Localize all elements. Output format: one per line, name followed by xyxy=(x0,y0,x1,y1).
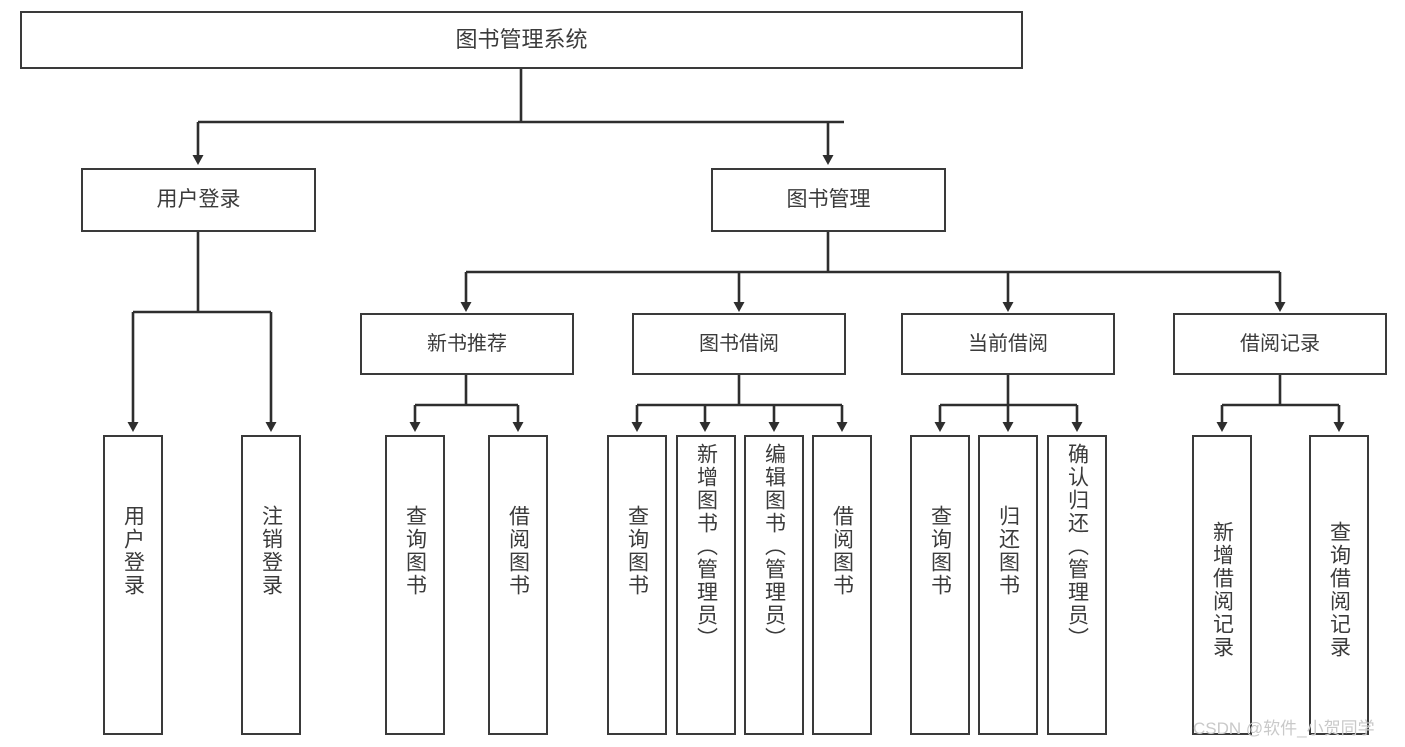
node-new-book-recommend[interactable]: 新书推荐 xyxy=(360,313,574,375)
node-book-borrow[interactable]: 图书借阅 xyxy=(632,313,846,375)
node-borrow-record[interactable]: 借阅记录 xyxy=(1173,313,1387,375)
node-current-borrow[interactable]: 当前借阅 xyxy=(901,313,1115,375)
leaf-user-login-logout[interactable]: 注销登录 xyxy=(241,435,301,735)
leaf-user-login-login[interactable]: 用户登录 xyxy=(103,435,163,735)
node-book-manage[interactable]: 图书管理 xyxy=(711,168,946,232)
leaf-book-borrow-borrow[interactable]: 借阅图书 xyxy=(812,435,872,735)
node-new-book-recommend-label: 新书推荐 xyxy=(427,332,507,355)
node-user-login[interactable]: 用户登录 xyxy=(81,168,316,232)
node-user-login-label: 用户登录 xyxy=(156,188,241,212)
node-borrow-record-label: 借阅记录 xyxy=(1240,332,1320,355)
leaf-book-borrow-query[interactable]: 查询图书 xyxy=(607,435,667,735)
leaf-new-book-query-label: 查询图书 xyxy=(403,505,427,597)
leaf-user-login-login-label: 用户登录 xyxy=(121,505,145,597)
leaf-book-borrow-edit[interactable]: 编辑图书（管理员） xyxy=(744,435,804,735)
node-root-system-label: 图书管理系统 xyxy=(455,26,588,52)
csdn-watermark: CSDN @软件_小贺同学 xyxy=(1193,719,1375,738)
leaf-book-borrow-query-label: 查询图书 xyxy=(625,505,649,597)
leaf-new-book-borrow-label: 借阅图书 xyxy=(506,505,530,597)
leaf-book-borrow-add-label: 新增图书（管理员） xyxy=(694,443,718,650)
leaf-current-borrow-confirm[interactable]: 确认归还（管理员） xyxy=(1047,435,1107,735)
leaf-new-book-query[interactable]: 查询图书 xyxy=(385,435,445,735)
leaf-borrow-record-add[interactable]: 新增借阅记录 xyxy=(1192,435,1252,735)
node-root-system[interactable]: 图书管理系统 xyxy=(20,11,1023,69)
leaf-borrow-record-query-label: 查询借阅记录 xyxy=(1327,521,1351,659)
leaf-book-borrow-add[interactable]: 新增图书（管理员） xyxy=(676,435,736,735)
leaf-current-borrow-return[interactable]: 归还图书 xyxy=(978,435,1038,735)
node-current-borrow-label: 当前借阅 xyxy=(968,332,1048,355)
leaf-current-borrow-return-label: 归还图书 xyxy=(996,505,1020,597)
leaf-book-borrow-edit-label: 编辑图书（管理员） xyxy=(762,443,786,650)
leaf-current-borrow-confirm-label: 确认归还（管理员） xyxy=(1065,443,1089,650)
node-book-manage-label: 图书管理 xyxy=(786,188,871,212)
leaf-book-borrow-borrow-label: 借阅图书 xyxy=(830,505,854,597)
leaf-current-borrow-query-label: 查询图书 xyxy=(928,505,952,597)
node-book-borrow-label: 图书借阅 xyxy=(699,332,779,355)
leaf-borrow-record-query[interactable]: 查询借阅记录 xyxy=(1309,435,1369,735)
leaf-new-book-borrow[interactable]: 借阅图书 xyxy=(488,435,548,735)
leaf-borrow-record-add-label: 新增借阅记录 xyxy=(1210,521,1234,659)
leaf-current-borrow-query[interactable]: 查询图书 xyxy=(910,435,970,735)
leaf-user-login-logout-label: 注销登录 xyxy=(259,505,283,597)
